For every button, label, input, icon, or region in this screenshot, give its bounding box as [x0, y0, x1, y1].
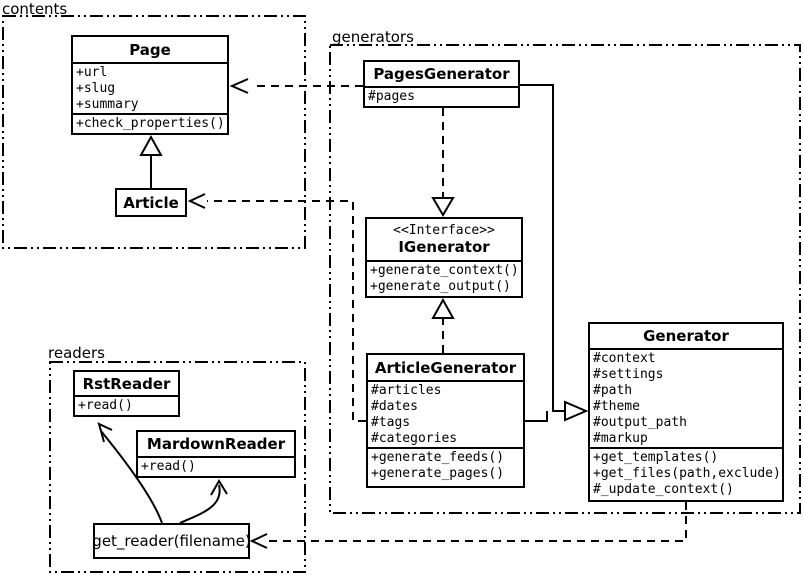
package-readers-border	[49, 361, 306, 573]
attribute: #context	[593, 351, 656, 366]
attribute: +summary	[76, 97, 139, 112]
class-page: Page +url +slug +summary +check_properti…	[71, 35, 229, 135]
class-generator: Generator #context #settings #path #them…	[588, 322, 784, 502]
class-igenerator-title: <<Interface>> IGenerator	[367, 219, 521, 262]
method: +read()	[141, 459, 196, 474]
method: +generate_output()	[370, 279, 511, 294]
attribute: #theme	[593, 399, 640, 414]
arrow-getreader-mardownreader	[179, 479, 228, 524]
class-page-methods: +check_properties()	[73, 115, 227, 133]
package-generators-border	[329, 44, 801, 514]
attribute: #tags	[371, 415, 411, 430]
class-generator-methods: +get_templates() +get_files(path,exclude…	[590, 449, 782, 500]
dependency-generator-getreader	[249, 502, 687, 549]
class-mardownreader-methods: +read()	[138, 458, 294, 476]
dependency-articlegenerator-article	[187, 193, 366, 422]
dependency-pagesgenerator-page	[229, 78, 363, 94]
attribute: #pages	[368, 89, 415, 104]
attribute: #settings	[593, 367, 664, 382]
method: #_update_context()	[593, 482, 734, 497]
method: +generate_feeds()	[371, 450, 505, 465]
method: +generate_context()	[370, 263, 519, 278]
class-igenerator-methods: +generate_context() +generate_output()	[367, 262, 521, 296]
class-articlegenerator: ArticleGenerator #articles #dates #tags …	[366, 353, 525, 488]
class-article-title: Article	[123, 193, 179, 212]
method: +get_templates()	[593, 450, 719, 465]
function-get-reader: get_reader(filename)	[92, 523, 251, 559]
package-label-contents: contents	[2, 0, 68, 18]
attribute: #dates	[371, 399, 418, 414]
method: +generate_pages()	[371, 466, 505, 481]
class-articlegenerator-attributes: #articles #dates #tags #categories	[368, 382, 523, 449]
class-pagesgenerator: PagesGenerator #pages	[363, 60, 520, 108]
class-article: Article	[115, 188, 187, 217]
attribute: #markup	[593, 431, 648, 446]
package-label-generators: generators	[332, 28, 414, 46]
package-contents-border	[2, 15, 306, 249]
class-generator-title: Generator	[590, 324, 782, 350]
class-mardownreader-title: MardownReader	[138, 432, 294, 458]
realization-articlegenerator-igenerator	[431, 297, 455, 353]
arrow-getreader-rstreader	[97, 422, 163, 524]
class-rstreader-title: RstReader	[75, 372, 178, 397]
class-generator-attributes: #context #settings #path #theme #output_…	[590, 350, 782, 449]
class-pagesgenerator-title: PagesGenerator	[365, 62, 518, 88]
class-rstreader-methods: +read()	[75, 397, 178, 415]
attribute: #articles	[371, 383, 442, 398]
package-label-readers: readers	[48, 344, 105, 362]
attribute: +url	[76, 65, 108, 80]
class-rstreader: RstReader +read()	[73, 370, 180, 417]
class-igenerator: <<Interface>> IGenerator +generate_conte…	[365, 217, 523, 298]
class-pagesgenerator-attributes: #pages	[365, 88, 518, 106]
attribute: #categories	[371, 431, 458, 446]
method: +get_files(path,exclude)	[593, 466, 781, 481]
class-mardownreader: MardownReader +read()	[136, 430, 296, 478]
attribute: #path	[593, 383, 633, 398]
attribute: +slug	[76, 81, 116, 96]
class-name: IGenerator	[398, 238, 490, 256]
stereotype: <<Interface>>	[393, 223, 495, 238]
class-page-title: Page	[73, 37, 227, 64]
class-articlegenerator-methods: +generate_feeds() +generate_pages()	[368, 449, 523, 486]
method: +check_properties()	[76, 116, 225, 131]
realization-pagesgenerator-igenerator	[431, 108, 455, 217]
class-page-attributes: +url +slug +summary	[73, 64, 227, 115]
class-articlegenerator-title: ArticleGenerator	[368, 355, 523, 382]
method: +read()	[78, 398, 133, 413]
generalization-article-page	[139, 134, 163, 188]
generalization-generators-generator	[520, 84, 589, 422]
attribute: #output_path	[593, 415, 687, 430]
